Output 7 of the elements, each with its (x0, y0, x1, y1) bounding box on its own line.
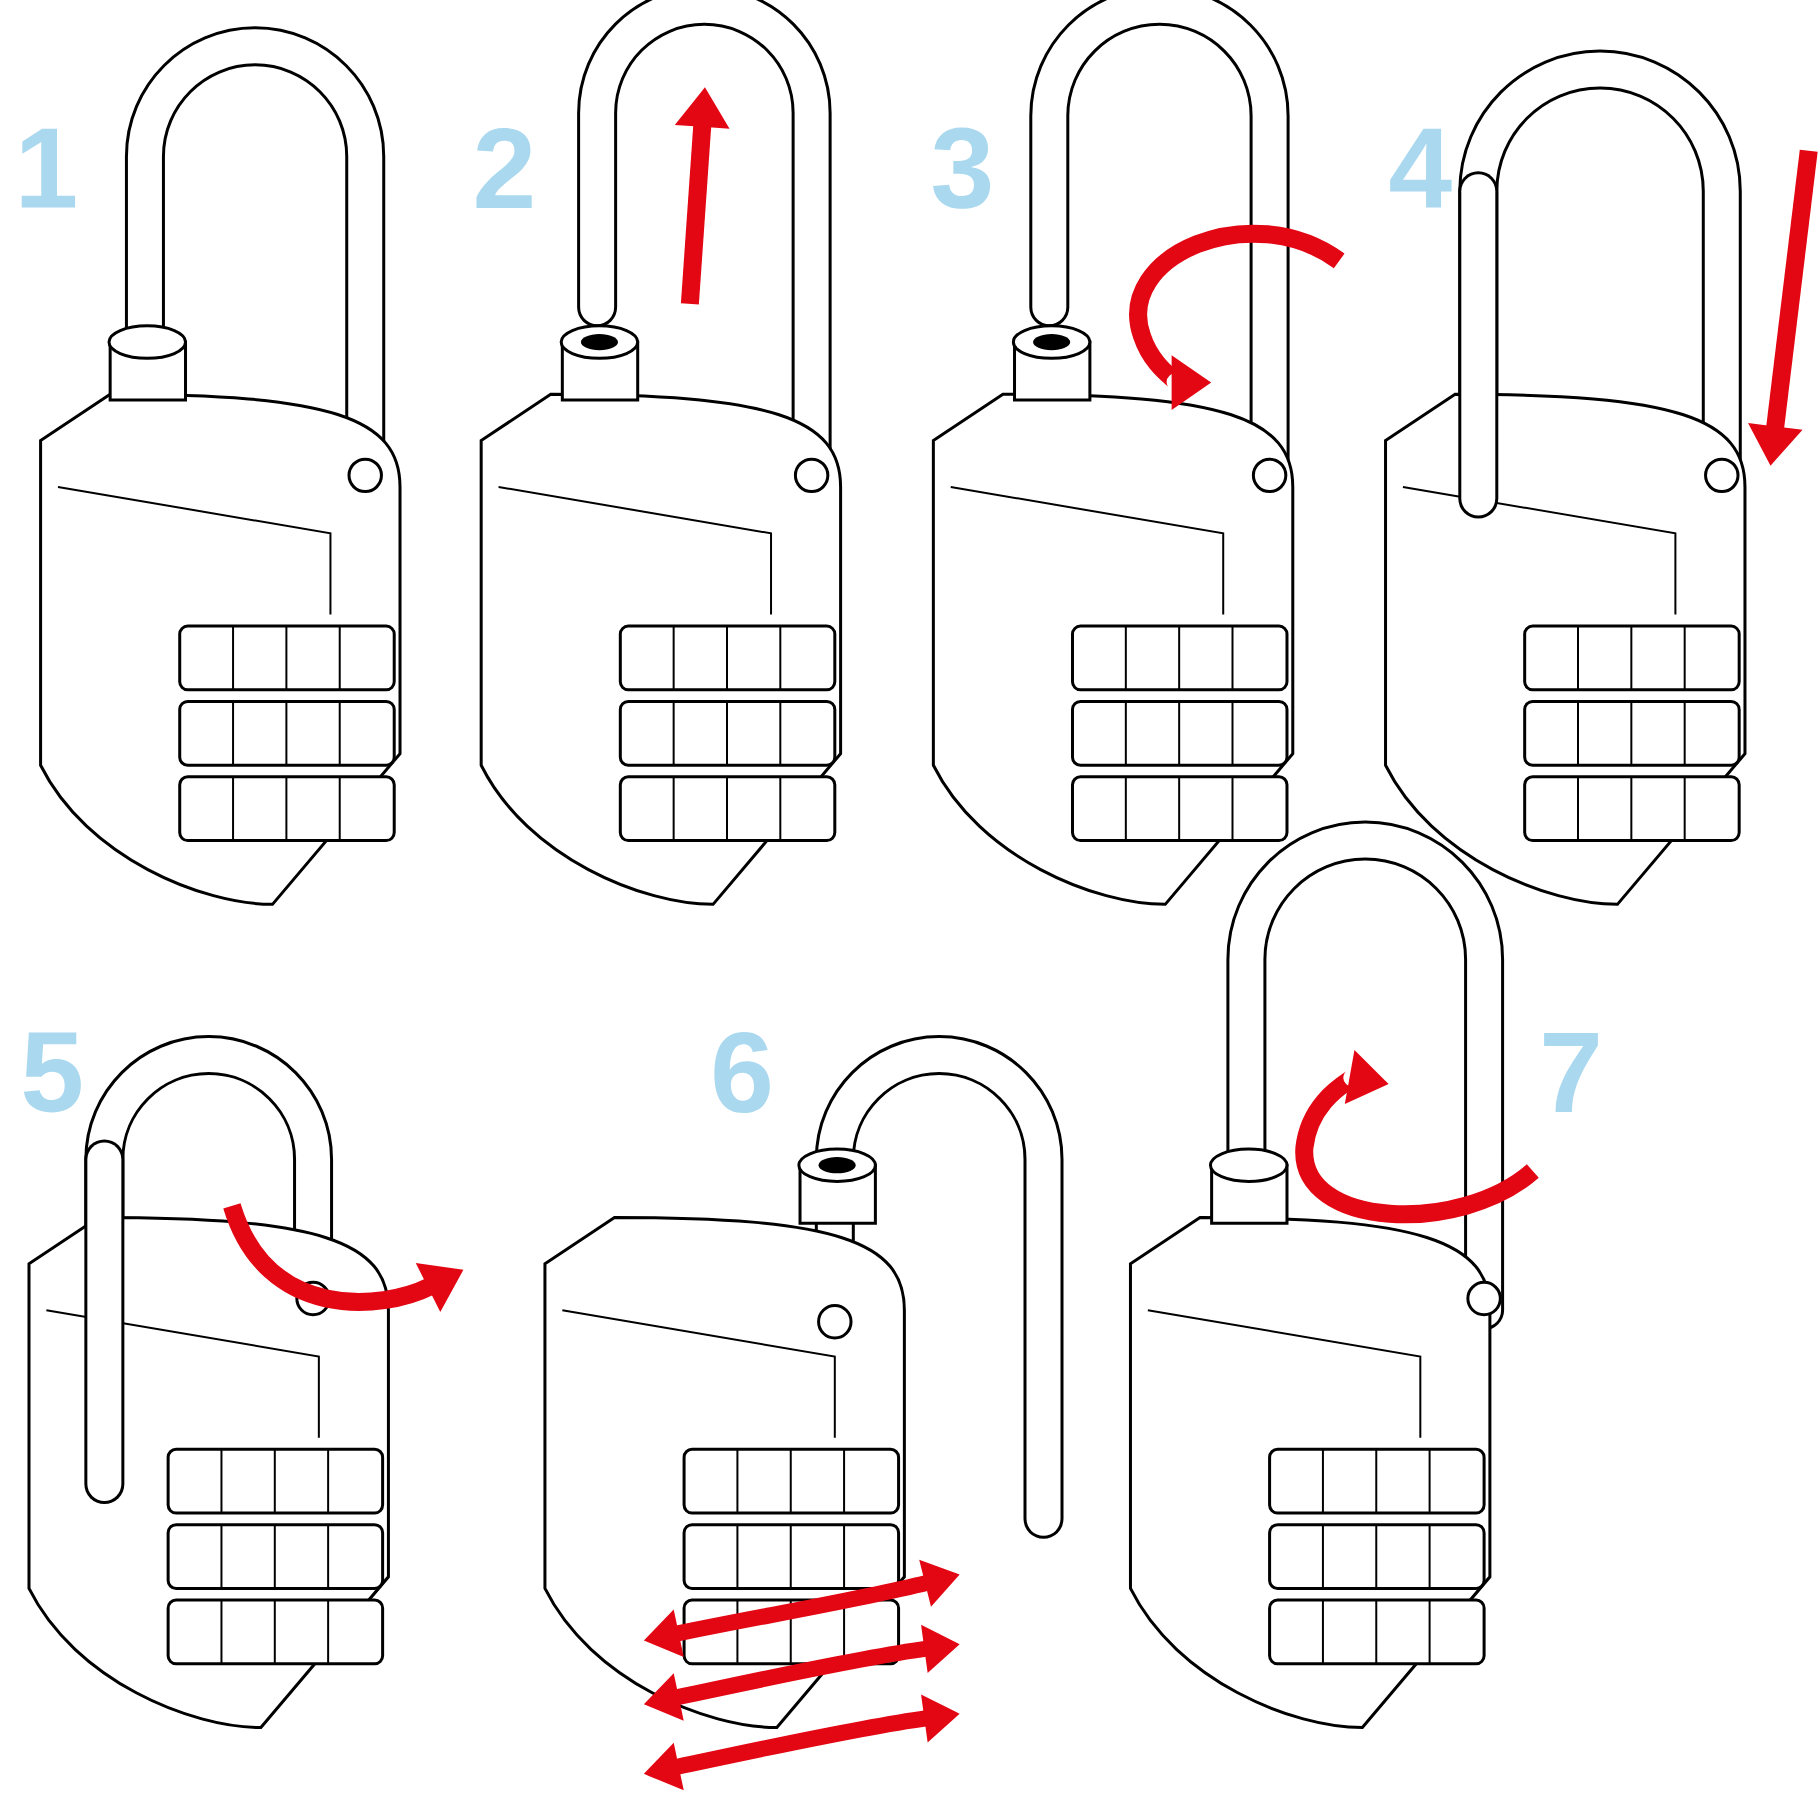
step-number: 1 (21, 128, 76, 208)
step-number: 4 (1390, 128, 1452, 208)
step-number: 7 (1544, 1033, 1598, 1112)
step-number: 3 (933, 127, 991, 209)
step-number: 5 (23, 1032, 81, 1113)
step-number: 6 (714, 1031, 770, 1114)
step-number: 2 (476, 128, 532, 209)
